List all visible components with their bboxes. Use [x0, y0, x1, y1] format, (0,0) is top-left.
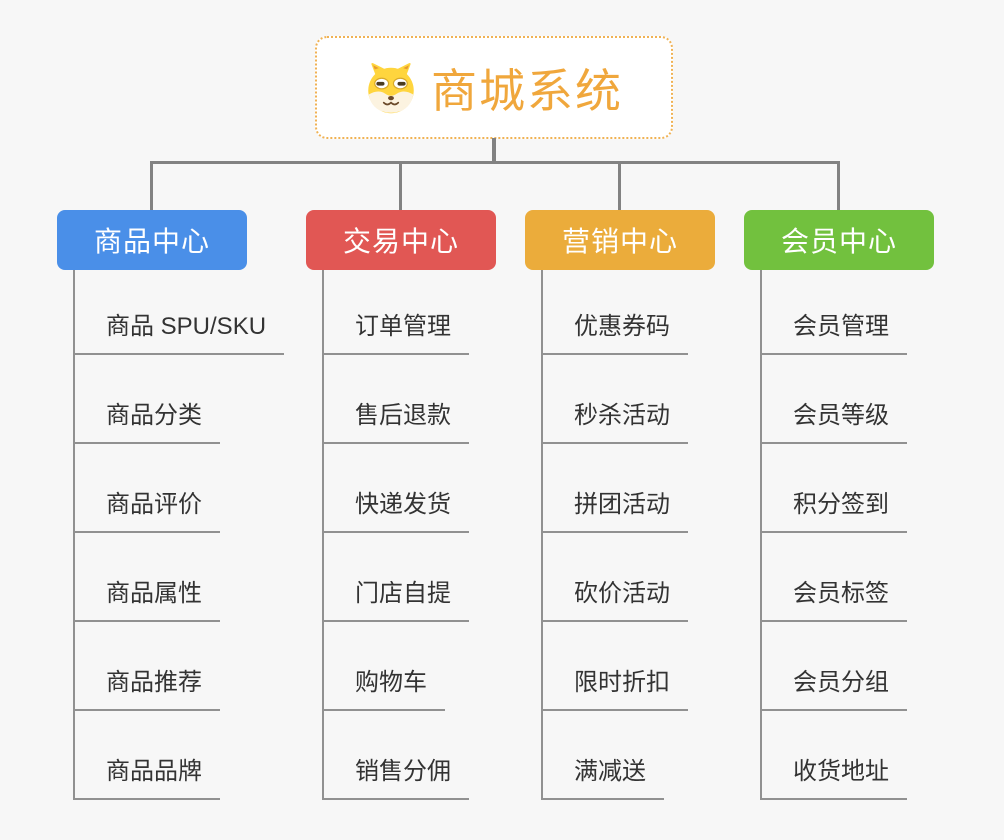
leaf-node-shopping-cart[interactable]: 购物车: [322, 665, 445, 711]
leaf-node-group-buy[interactable]: 拼团活动: [541, 487, 688, 533]
branch-group-member-center: 会员中心 会员管理 会员等级 积分签到 会员标签 会员分组 收货地址: [744, 210, 934, 810]
root-title: 商城系统: [431, 64, 623, 117]
drop-connector-marketing: [618, 161, 621, 210]
branch-node-product-center[interactable]: 商品中心: [57, 210, 247, 270]
leaf-node-product-spu-sku[interactable]: 商品 SPU/SKU: [73, 309, 285, 355]
drop-connector-trade: [399, 161, 402, 210]
root-stem-connector: [492, 138, 496, 164]
leaf-node-order-management[interactable]: 订单管理: [322, 309, 469, 355]
leaf-node-store-pickup[interactable]: 门店自提: [322, 576, 469, 622]
branch-node-trade-center[interactable]: 交易中心: [306, 210, 496, 270]
leaf-node-flash-sale[interactable]: 秒杀活动: [541, 398, 688, 444]
leaf-node-member-tag[interactable]: 会员标签: [760, 576, 907, 622]
leaf-node-bargain-activity[interactable]: 砍价活动: [541, 576, 688, 622]
leaf-node-member-management[interactable]: 会员管理: [760, 309, 907, 355]
branch-node-member-center[interactable]: 会员中心: [744, 210, 934, 270]
leaf-node-shipping-address[interactable]: 收货地址: [760, 754, 907, 800]
leaf-node-coupon-code[interactable]: 优惠券码: [541, 309, 688, 355]
branch-spine: [760, 270, 762, 800]
leaf-node-product-attribute[interactable]: 商品属性: [73, 576, 220, 622]
branch-rail-connector: [150, 161, 840, 164]
leaf-node-member-level[interactable]: 会员等级: [760, 398, 907, 444]
branch-node-marketing-center[interactable]: 营销中心: [525, 210, 715, 270]
leaf-node-points-checkin[interactable]: 积分签到: [760, 487, 907, 533]
leaf-node-member-group[interactable]: 会员分组: [760, 665, 907, 711]
leaf-node-product-review[interactable]: 商品评价: [73, 487, 220, 533]
leaf-node-product-category[interactable]: 商品分类: [73, 398, 220, 444]
leaf-node-product-brand[interactable]: 商品品牌: [73, 754, 220, 800]
leaf-node-express-delivery[interactable]: 快递发货: [322, 487, 469, 533]
branch-group-marketing-center: 营销中心 优惠券码 秒杀活动 拼团活动 砍价活动 限时折扣 满减送: [525, 210, 715, 810]
branch-spine: [322, 270, 324, 800]
leaf-node-limited-time-discount[interactable]: 限时折扣: [541, 665, 688, 711]
drop-connector-product: [150, 161, 153, 210]
leaf-node-product-recommend[interactable]: 商品推荐: [73, 665, 220, 711]
branch-spine: [73, 270, 75, 800]
branch-group-product-center: 商品中心 商品 SPU/SKU 商品分类 商品评价 商品属性 商品推荐 商品品牌: [57, 210, 285, 810]
leaf-node-sales-commission[interactable]: 销售分佣: [322, 754, 469, 800]
leaf-node-full-reduction[interactable]: 满减送: [541, 754, 664, 800]
branch-group-trade-center: 交易中心 订单管理 售后退款 快递发货 门店自提 购物车 销售分佣: [306, 210, 496, 810]
root-node-mall-system[interactable]: 商城系统: [315, 36, 673, 139]
dog-face-icon: [368, 62, 414, 113]
branch-spine: [541, 270, 543, 800]
leaf-node-aftersale-refund[interactable]: 售后退款: [322, 398, 469, 444]
drop-connector-member: [837, 161, 840, 210]
